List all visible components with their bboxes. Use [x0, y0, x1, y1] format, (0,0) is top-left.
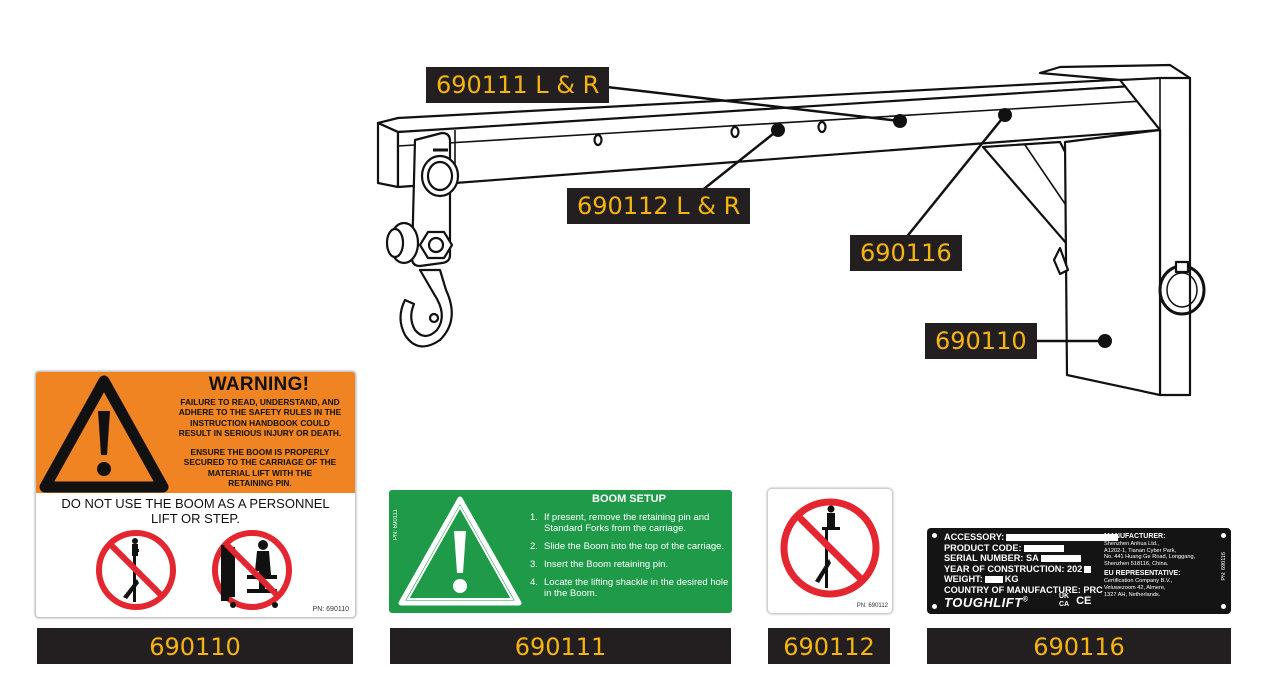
- no-personnel-lift-icon: [780, 498, 880, 598]
- list-item: 1.If present, remove the retaining pin a…: [530, 512, 710, 534]
- part-number-bar-690116: 690116: [927, 628, 1231, 664]
- part-number-label: PN: 690112: [856, 603, 888, 609]
- certification-marks: UK CA CE: [1059, 593, 1092, 608]
- callout-690116: 690116: [850, 235, 962, 271]
- no-personnel-lift-decal: PN: 690112: [767, 488, 893, 614]
- warning-bottom-text: DO NOT USE THE BOOM AS A PERSONNEL LIFT …: [61, 496, 330, 526]
- list-item: 3.Insert the Boom retaining pin.: [530, 559, 669, 570]
- callout-690112: 690112 L & R: [567, 188, 751, 224]
- beam-side: [376, 121, 400, 189]
- boom-setup-steps: 1.If present, remove the retaining pin a…: [530, 512, 730, 606]
- callout-690110: 690110: [925, 323, 1037, 359]
- part-number-bar-690111: 690111: [390, 628, 731, 664]
- hook: [399, 268, 453, 348]
- no-step-icon: [212, 530, 292, 610]
- warning-text-1: FAILURE TO READ, UNDERSTAND, AND ADHERE …: [178, 397, 342, 439]
- part-number-label: PN: 690110: [312, 606, 349, 613]
- warning-decal: WARNING! FAILURE TO READ, UNDERSTAND, AN…: [35, 371, 356, 618]
- caution-triangle-icon: [398, 496, 522, 606]
- part-number-bar-690110: 690110: [37, 628, 353, 664]
- boom-setup-title: BOOM SETUP: [592, 493, 666, 505]
- plate-fields: ACCESSORY: PRODUCT CODE: SERIAL NUMBER: …: [944, 532, 1119, 595]
- list-item: 4.Locate the lifting shackle in the desi…: [530, 577, 729, 599]
- mast-lower-plate: [1063, 128, 1162, 397]
- warning-title: WARNING!: [208, 374, 310, 395]
- brand-logo: TOUGHLIFT®: [944, 595, 1029, 610]
- part-number-bar-690112: 690112: [768, 628, 890, 664]
- boom-setup-decal: PN: 690111 BOOM SETUP 1.If present, remo…: [389, 490, 732, 613]
- callout-690111: 690111 L & R: [426, 67, 610, 103]
- serial-plate-decal: ACCESSORY: PRODUCT CODE: SERIAL NUMBER: …: [927, 528, 1231, 614]
- mast-top-plate: [1038, 63, 1192, 82]
- list-item: 2.Slide the Boom into the top of the car…: [530, 541, 725, 552]
- part-number-label: PN: 690116: [1221, 552, 1227, 581]
- no-personnel-lift-icon: [96, 530, 176, 610]
- warning-text-2: ENSURE THE BOOM IS PROPERLY SECURED TO T…: [183, 447, 337, 489]
- plate-manufacturer: MANUFACTURER: Shenzhen Anhua Ltd., A1202…: [1104, 533, 1196, 598]
- warning-triangle-icon: [39, 375, 169, 493]
